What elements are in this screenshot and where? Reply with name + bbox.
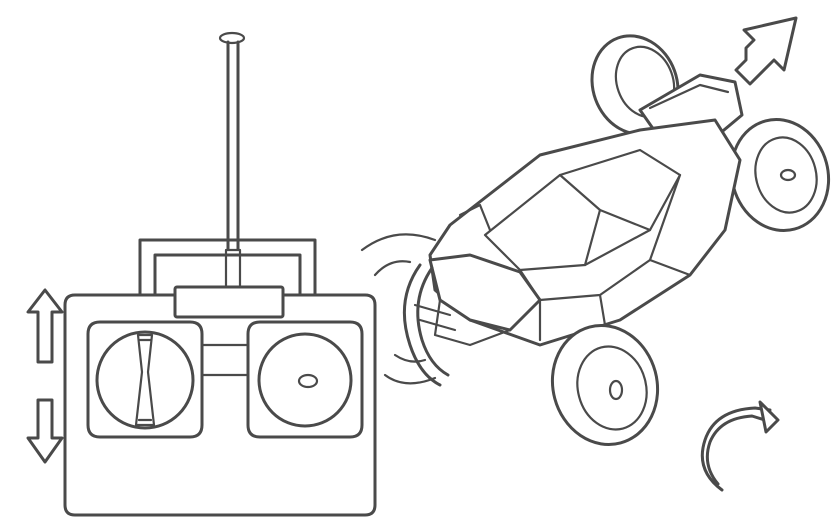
steering-wheel-knob [88,322,202,437]
antenna [220,33,244,288]
forward-arrow-icon [736,18,796,84]
rc-buggy [362,18,833,456]
rotate-counterclockwise-icon [702,402,778,490]
rc-transmitter [28,33,375,515]
up-down-arrows-icon [28,290,62,462]
transmitter-top-tab [175,287,283,317]
throttle-knob [248,322,362,437]
buggy-body [415,75,742,345]
